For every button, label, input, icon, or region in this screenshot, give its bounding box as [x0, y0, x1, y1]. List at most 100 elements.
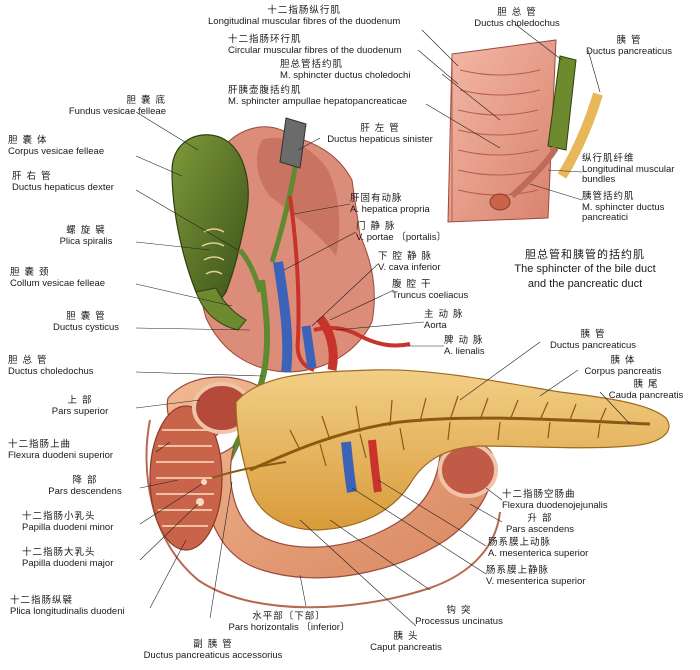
label-text: Papilla duodeni minor — [22, 521, 114, 533]
label-text: Cauda pancreatis — [608, 389, 684, 401]
label-text: Ductus choledochus — [8, 365, 94, 377]
label-text: Flexura duodenojejunalis — [502, 499, 608, 511]
label-text: 脾 动 脉 — [444, 335, 484, 346]
label-text: Corpus pancreatis — [584, 365, 662, 377]
label-text: V. cava inferior — [378, 261, 441, 273]
label-text: 胰管括约肌 — [582, 191, 635, 202]
label-text: 胆 囊 颈 — [10, 267, 50, 278]
label-text: 胆 总 管 — [8, 355, 48, 366]
label-text: Flexura duodeni superior — [8, 449, 114, 461]
bile-duct-right — [238, 248, 263, 293]
liver-cut-surface — [256, 137, 340, 256]
label-text: A. mesenterica superior — [488, 547, 589, 559]
label-text: 胰 体 — [610, 355, 636, 366]
label-text: 肠系膜上静脉 — [486, 565, 550, 576]
label-text: 胰 管 — [616, 35, 642, 46]
label-text: Ductus pancreaticus — [585, 45, 673, 57]
label-text: 胆 囊 体 — [8, 135, 48, 146]
label-text: 十二指肠小乳头 — [22, 511, 96, 522]
label-text: Ductus cysticus — [53, 321, 119, 333]
label-text: 上 部 — [67, 395, 93, 406]
label-text: 升 部 — [527, 513, 553, 524]
label-text: 肝 左 管 — [360, 123, 400, 134]
gallbladder — [171, 134, 249, 304]
label-text: Caput pancreatis — [370, 641, 442, 653]
mucosal-folds — [156, 429, 214, 527]
portal-vein — [273, 261, 293, 373]
label-text: Circular muscular fibres of the duodenum — [228, 44, 402, 56]
label-text: Pars descendens — [48, 485, 122, 497]
label-text: 钩 突 — [446, 605, 472, 616]
label-text: Plica longitudinalis duodeni — [10, 605, 125, 617]
label-text: Fundus vesicae felleae — [68, 105, 166, 117]
label-text: Ductus choledochus — [474, 17, 560, 29]
label-text: Processus uncinatus — [415, 615, 503, 627]
label-text: 肝胰壶腹括约肌 — [228, 85, 302, 96]
caption-en-line1: The sphincter of the bile duct — [514, 263, 656, 275]
label-text: V. mesenterica superior — [486, 575, 586, 587]
label-text: M. sphincter ductus choledochi — [280, 69, 411, 81]
pancreatic-duct-branches — [289, 395, 607, 467]
label-text: V. portae 〔portalis〕 — [356, 231, 446, 243]
label-text: Corpus vesicae felleae — [8, 145, 105, 157]
accessory-duct — [211, 461, 287, 479]
label-text: 螺 旋 襞 — [66, 225, 106, 236]
leader-lines — [135, 23, 631, 627]
label-text: Pars superior — [51, 405, 109, 417]
label-text: Plica spiralis — [59, 235, 113, 247]
label-text: M. sphincter ampullae hepatopancreaticae — [228, 95, 408, 107]
label-text: 纵行肌纤维 — [582, 153, 635, 164]
label-text: 门 静 脉 — [356, 221, 396, 232]
label-text: Papilla duodeni major — [22, 557, 114, 569]
label-text: Aorta — [424, 319, 447, 331]
label-text: 腹 腔 干 — [392, 279, 432, 290]
label-text: A. lienalis — [444, 345, 485, 357]
aorta — [316, 315, 338, 371]
label-text: 十二指肠上曲 — [8, 439, 72, 450]
label-text: 肠系膜上动脉 — [488, 537, 552, 548]
caption-zh: 胆总管和胰管的括约肌 — [525, 248, 645, 261]
label-text: 十二指肠纵襞 — [10, 595, 74, 606]
label-text: Ductus hepaticus dexter — [12, 181, 114, 193]
label-text: 十二指肠大乳头 — [22, 547, 96, 558]
label-text: A. hepatica propria — [350, 203, 430, 215]
label-text: Ductus hepaticus sinister — [327, 133, 433, 145]
label-text: 胆 总 管 — [497, 7, 537, 18]
label-text: 主 动 脉 — [424, 309, 464, 320]
caption-en-line2: and the pancreatic duct — [527, 277, 643, 290]
label-text: 肝固有动脉 — [350, 193, 403, 204]
label-text: 十二指肠环行肌 — [228, 34, 302, 45]
label-text: 胆 囊 管 — [66, 311, 106, 322]
superior-mesenteric-vein — [341, 441, 357, 493]
label-text: Longitudinal muscular fibres of the duod… — [208, 15, 401, 27]
